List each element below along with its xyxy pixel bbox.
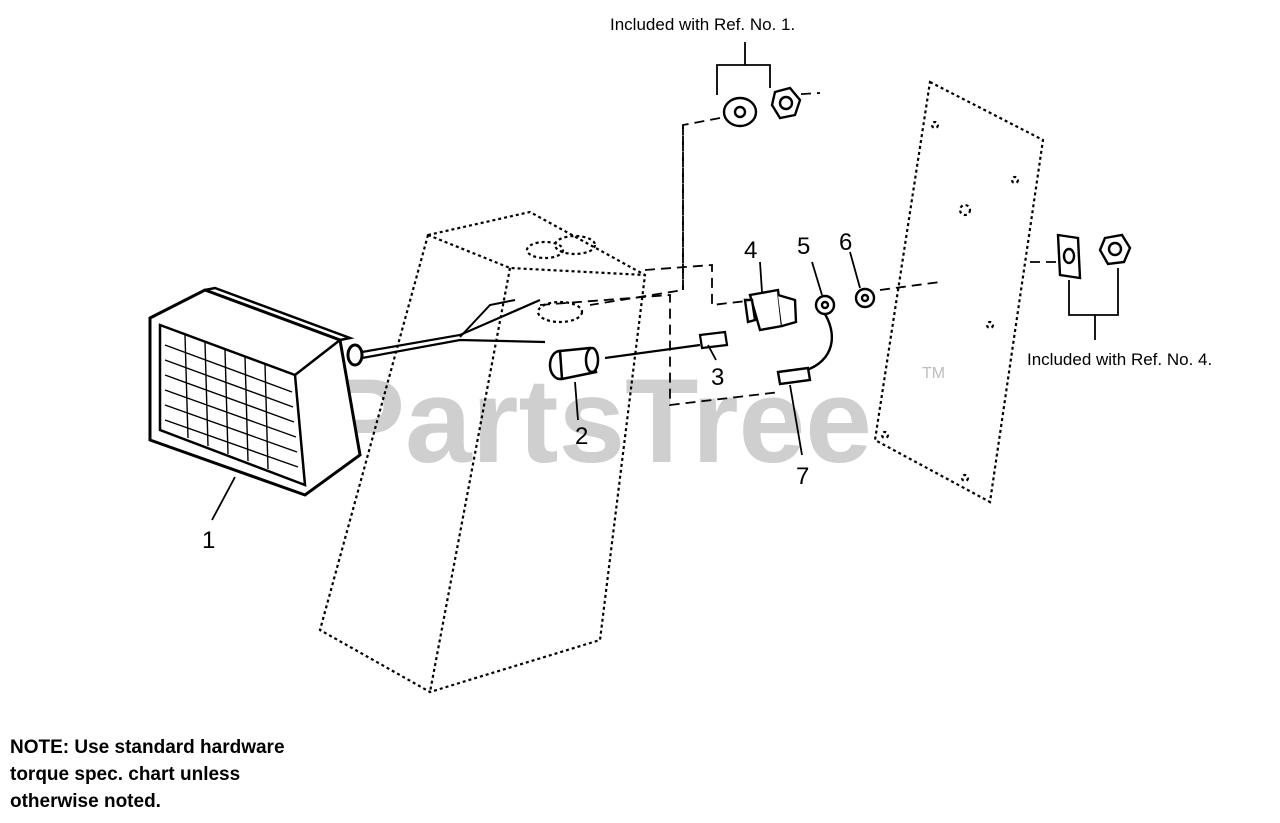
- light-socket: [548, 346, 600, 381]
- leader-lines: [211, 42, 1119, 521]
- included-label-right: Included with Ref. No. 4.: [1027, 350, 1212, 369]
- note-line-3: otherwise noted.: [10, 791, 161, 812]
- note-line-1: NOTE: Use standard hardware: [10, 737, 285, 758]
- headlight-lens-grid: [164, 334, 299, 470]
- torque-note: NOTE: Use standard hardware torque spec.…: [10, 734, 285, 815]
- toggle-switch: [743, 288, 798, 332]
- callout-6: 6: [839, 229, 852, 256]
- watermark-trademark: TM: [922, 365, 945, 382]
- included-label-top: Included with Ref. No. 1.: [610, 15, 795, 34]
- mounting-plate: [873, 80, 1045, 504]
- headlight: [148, 286, 546, 497]
- callout-7: 7: [796, 463, 809, 490]
- callout-1: 1: [202, 527, 215, 554]
- right-hardware: [1056, 233, 1132, 280]
- callout-2: 2: [575, 423, 588, 450]
- top-hardware: [722, 86, 802, 128]
- lock-washer: [854, 287, 876, 309]
- wire-connector: [604, 330, 729, 360]
- ring-terminal: [776, 294, 836, 386]
- callout-5: 5: [797, 233, 810, 260]
- callout-3: 3: [711, 364, 724, 391]
- hood-panel: [318, 210, 647, 694]
- note-line-2: torque spec. chart unless: [10, 764, 241, 785]
- callout-4: 4: [744, 237, 757, 264]
